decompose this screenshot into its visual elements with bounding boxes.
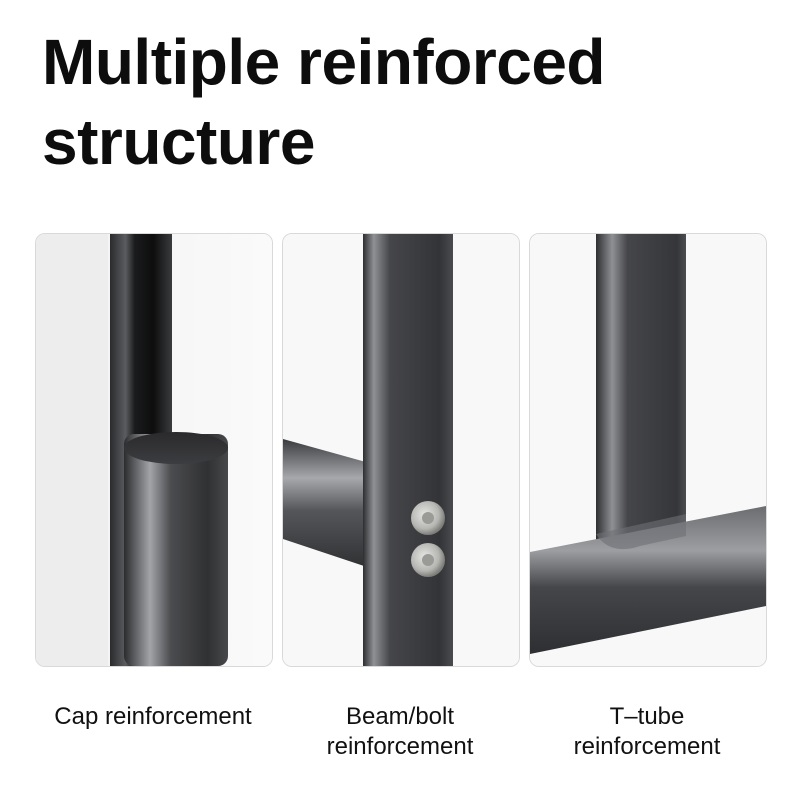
beam-bolt-reinforcement-caption: Beam/bolt reinforcement (326, 703, 474, 760)
cap-reinforcement-panel (35, 233, 273, 667)
t-tube-reinforcement-caption: T–tube reinforcement (573, 703, 721, 760)
bolted-beam-photo-icon (283, 234, 519, 666)
cap-joint-photo-icon (36, 234, 272, 666)
beam-bolt-reinforcement-panel (282, 233, 520, 667)
t-joint-photo-icon (530, 234, 766, 666)
headline: Multiple reinforced structure (42, 26, 606, 178)
cap-reinforcement-caption: Cap reinforcement (54, 703, 252, 730)
t-tube-reinforcement-panel (529, 233, 767, 667)
